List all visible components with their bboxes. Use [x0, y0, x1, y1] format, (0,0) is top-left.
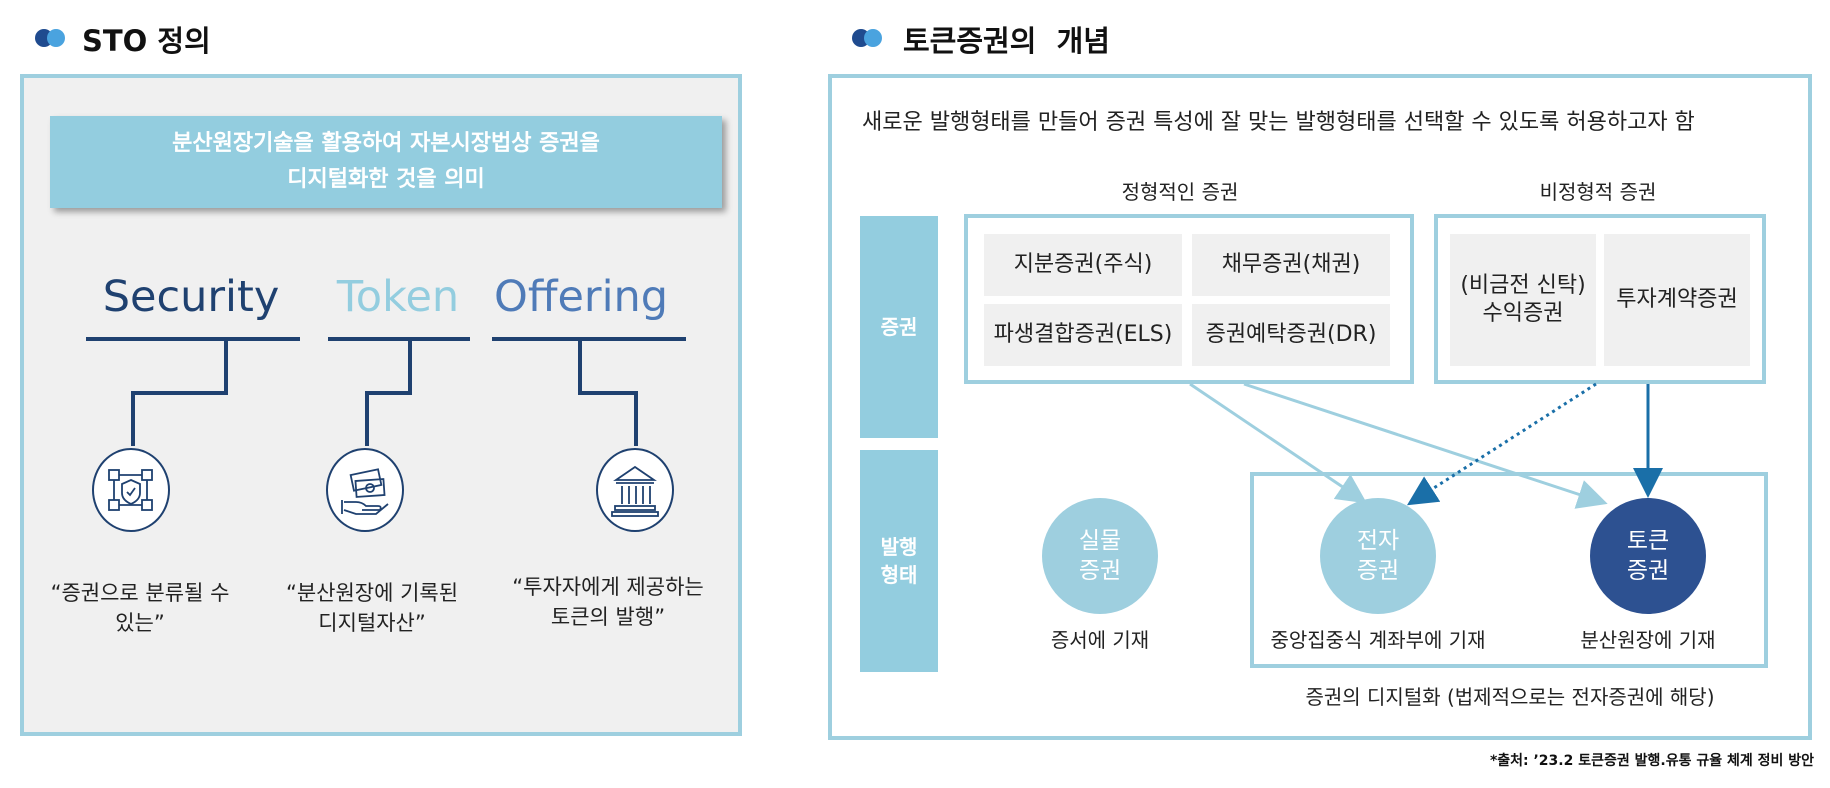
left-section-title: STO 정의 — [82, 24, 211, 58]
informal-cell-trust-beneficiary: (비금전 신탁) 수익증권 — [1450, 234, 1596, 366]
word-token: Token — [336, 272, 460, 322]
issuance-side-label: 발행 형태 — [860, 450, 938, 672]
physical-security-circle: 실물 증권 — [1042, 498, 1158, 614]
formal-cell-derivative: 파생결합증권(ELS) — [984, 304, 1182, 366]
formal-securities-label: 정형적인 증권 — [1121, 180, 1239, 204]
offering-quote-line-2: 토큰의 발행” — [550, 605, 666, 629]
offering-quote-line-1: “투자자에게 제공하는 — [512, 575, 704, 599]
token-quote-line-1: “분산원장에 기록된 — [285, 581, 459, 605]
electronic-security-caption: 중앙집중식 계좌부에 기재 — [1270, 628, 1486, 652]
hand-money-icon — [326, 448, 404, 532]
digitization-frame — [1250, 472, 1768, 668]
formal-cell-debt: 채무증권(채권) — [1192, 234, 1390, 296]
informal-cell-trust-line-1: (비금전 신탁) — [1460, 273, 1586, 298]
token-security-caption: 분산원장에 기재 — [1580, 628, 1716, 652]
security-quote-line-2: 있는” — [115, 611, 165, 635]
title-bullet-light-icon — [864, 29, 882, 47]
word-security: Security — [102, 272, 280, 322]
right-section-title: 토큰증권의 개념 — [903, 24, 1110, 58]
word-offering: Offering — [494, 272, 669, 322]
securities-side-label-text: 증권 — [880, 315, 918, 339]
electronic-security-circle: 전자 증권 — [1320, 498, 1436, 614]
definition-banner: 분산원장기술을 활용하여 자본시장법상 증권을 디지털화한 것을 의미 — [50, 116, 722, 208]
physical-security-line-2: 증권 — [1078, 558, 1122, 584]
connector-lines — [86, 337, 686, 446]
issuance-side-label-line-2: 형태 — [880, 563, 918, 587]
security-connector — [131, 339, 228, 446]
issuance-side-label-line-1: 발행 — [880, 535, 918, 559]
token-security-line-2: 증권 — [1626, 558, 1670, 584]
security-quote-line-1: “증권으로 분류될 수 — [50, 581, 230, 605]
token-quote: “분산원장에 기록된 디지털자산” — [272, 578, 472, 638]
arrow-informal-to-electronic-dotted — [1406, 382, 1597, 506]
electronic-security-line-2: 증권 — [1356, 558, 1400, 584]
formal-cell-equity: 지분증권(주식) — [984, 234, 1182, 296]
informal-cell-trust-line-2: 수익증권 — [1482, 301, 1564, 326]
definition-line-2: 디지털화한 것을 의미 — [287, 167, 485, 192]
physical-security-line-1: 실물 — [1078, 528, 1122, 554]
informal-securities-label: 비정형적 증권 — [1539, 180, 1657, 204]
physical-security-caption: 증서에 기재 — [1050, 628, 1150, 652]
arrow-formal-to-electronic — [1189, 382, 1367, 504]
electronic-security-line-1: 전자 — [1356, 528, 1400, 554]
securities-side-label: 증권 — [860, 216, 938, 438]
source-note: *출처: ’23.2 토큰증권 발행.유통 규율 체계 정비 방안 — [1489, 753, 1814, 769]
title-bullet-light-icon — [47, 29, 65, 47]
digitization-caption: 증권의 디지털화 (법제적으로는 전자증권에 해당) — [1305, 685, 1715, 709]
blockchain-shield-icon — [92, 448, 170, 532]
token-security-circle: 토큰 증권 — [1590, 498, 1706, 614]
token-security-line-1: 토큰 — [1626, 528, 1670, 554]
informal-cell-investment-contract: 투자계약증권 — [1604, 234, 1750, 366]
token-quote-line-2: 디지털자산” — [318, 611, 426, 635]
formal-cell-depositary: 증권예탁증권(DR) — [1192, 304, 1390, 366]
definition-line-1: 분산원장기술을 활용하여 자본시장법상 증권을 — [172, 131, 600, 156]
bank-building-icon — [596, 448, 674, 532]
offering-connector — [578, 339, 638, 446]
offering-quote: “투자자에게 제공하는 토큰의 발행” — [500, 572, 716, 632]
concept-intro-text: 새로운 발행형태를 만들어 증권 특성에 잘 맞는 발행형태를 선택할 수 있도… — [862, 110, 1695, 135]
arrow-formal-to-token — [1243, 382, 1608, 509]
token-connector — [365, 339, 412, 446]
security-quote: “증권으로 분류될 수 있는” — [40, 578, 240, 638]
